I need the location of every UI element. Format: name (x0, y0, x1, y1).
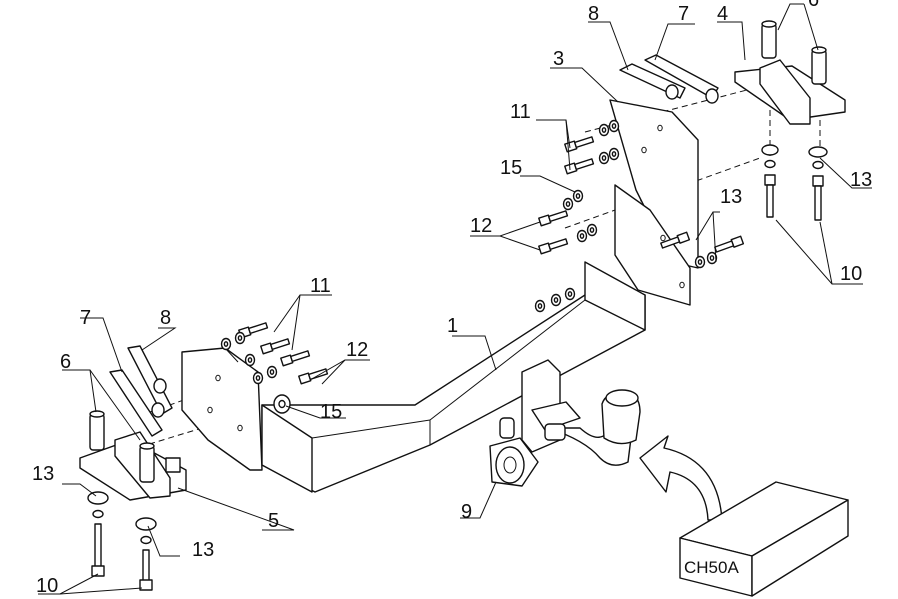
callout-6-left: 6 (60, 351, 71, 373)
vertical-bolts-left (87, 491, 157, 591)
callout-1: 1 (447, 315, 458, 337)
callout-10-right: 10 (840, 263, 862, 285)
vertical-bolts-right (761, 144, 828, 221)
mounting-plate-left (79, 410, 187, 501)
callout-numbers: 1 3 4 5 6 6 7 7 8 8 9 10 10 11 11 12 12 … (32, 0, 872, 597)
callout-5: 5 (268, 510, 279, 532)
callout-13-left-bottom: 13 (192, 539, 214, 561)
callout-6-top: 6 (808, 0, 819, 11)
callout-13-right-top: 13 (720, 186, 742, 208)
callout-7-top: 7 (678, 3, 689, 25)
callout-3: 3 (553, 48, 564, 70)
callout-15-top: 15 (500, 157, 522, 179)
crossbar (261, 261, 646, 493)
fasteners-left (220, 320, 329, 414)
callout-11-top: 11 (510, 101, 531, 123)
callout-8-top: 8 (588, 3, 599, 25)
left-bracket (181, 347, 263, 471)
callout-12-left: 12 (346, 339, 368, 361)
callout-13-left-top: 13 (32, 463, 54, 485)
callout-7-left: 7 (80, 307, 91, 329)
callout-11-left: 11 (310, 275, 331, 297)
callout-8-left: 8 (160, 307, 171, 329)
callout-12-top: 12 (470, 215, 492, 237)
callout-9: 9 (461, 501, 472, 523)
callout-13-right: 13 (850, 169, 872, 191)
straps-left (109, 345, 173, 437)
straps-right (619, 54, 719, 104)
pointer-arrow (639, 435, 723, 521)
callout-15-left: 15 (320, 401, 342, 423)
kit-box: CH50A (679, 481, 849, 597)
callout-4: 4 (717, 3, 728, 25)
leader-lines (38, 3, 872, 595)
tow-ball-assembly (489, 359, 641, 487)
callout-10-left: 10 (36, 575, 58, 597)
mounting-plate-right (734, 20, 846, 125)
kit-box-label: CH50A (684, 558, 739, 577)
right-bracket (609, 99, 699, 306)
